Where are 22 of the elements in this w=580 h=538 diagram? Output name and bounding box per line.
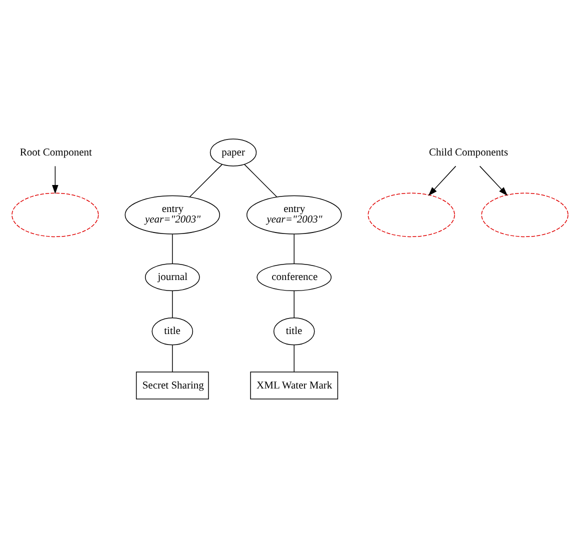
- arrow: [428, 166, 456, 196]
- connector: [172, 290, 173, 318]
- node-ellipse: entry year="2003": [124, 195, 220, 234]
- connector: [244, 164, 278, 198]
- arrow: [479, 166, 508, 196]
- node-ellipse: [368, 192, 455, 238]
- node-box: Secret Sharing: [136, 372, 209, 400]
- node-box: XML Water Mark: [250, 372, 338, 400]
- node-ellipse: title: [152, 317, 194, 346]
- connector: [172, 344, 173, 372]
- node-ellipse: paper: [210, 138, 257, 166]
- node-ellipse: conference: [256, 263, 332, 292]
- connector: [189, 164, 222, 198]
- connector: [172, 234, 173, 264]
- node-text: Child Components: [429, 147, 508, 158]
- arrow: [52, 166, 58, 194]
- node-ellipse: journal: [144, 263, 200, 292]
- node-text: Root Component: [20, 147, 92, 158]
- node-ellipse: title: [273, 317, 315, 346]
- node-ellipse: [481, 192, 568, 238]
- node-ellipse: entry year="2003": [246, 195, 342, 234]
- node-ellipse: [12, 192, 99, 238]
